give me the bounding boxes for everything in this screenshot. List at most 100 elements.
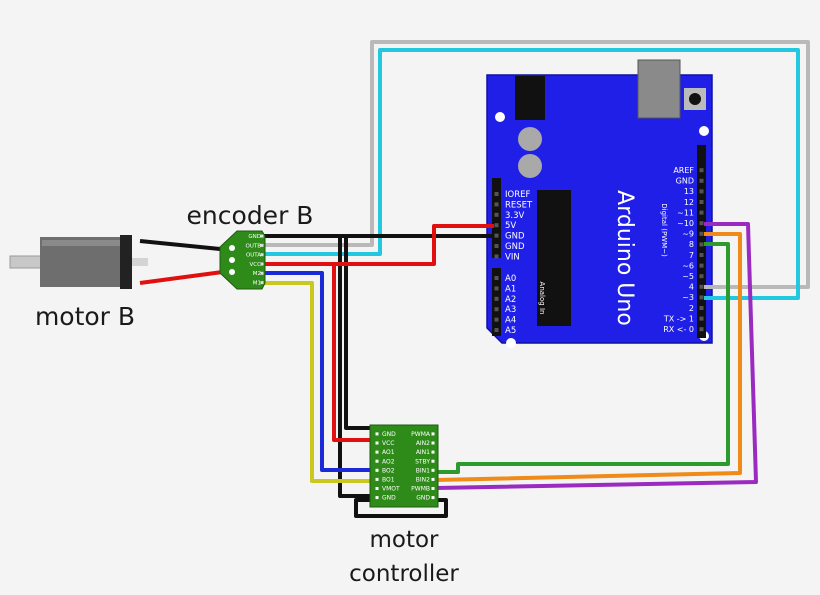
pin-dot (494, 296, 499, 301)
encoder-solder-pad (229, 269, 235, 275)
pin-label: OUTA (246, 253, 261, 259)
wire-outa-cyan (262, 48, 800, 300)
pin-dot (260, 271, 264, 275)
pin-dot (699, 200, 704, 204)
motor-body-highlight (42, 240, 120, 246)
pin-label: AO2 (382, 458, 395, 465)
wire-gnd-vmot (338, 236, 378, 498)
pin-dot (699, 178, 704, 183)
mount-hole (699, 126, 709, 136)
pin-label: GND (676, 177, 694, 186)
wire-vcc-red (262, 224, 494, 266)
pin-label: 13 (684, 187, 694, 196)
wire-m1-yellow (262, 281, 378, 483)
pin-dot (699, 221, 704, 226)
motor-rear-shaft (132, 258, 148, 266)
pin-label: 7 (689, 251, 694, 260)
pin-dot (375, 468, 379, 472)
wire-outb-gray (262, 40, 810, 289)
pin-dot (494, 307, 499, 312)
pin-dot (260, 281, 264, 285)
pin-dot (699, 284, 704, 289)
pin-dot (699, 168, 704, 173)
pin-dot (699, 263, 704, 268)
pin-label: AO1 (382, 449, 395, 456)
pin-dot (375, 477, 379, 481)
wire-vcc-controller (332, 264, 378, 442)
pin-label: 2 (689, 304, 694, 313)
encoder-solder-pad (229, 245, 235, 251)
controller-board: GNDVCCAO1AO2BO2BO1VMOTGNDPWMAAIN2AIN1STB… (369, 424, 439, 508)
pin-dot (699, 327, 704, 332)
pin-label: IOREF (505, 190, 530, 200)
microcontroller-chip (537, 190, 571, 326)
pin-label: OUTB (246, 243, 262, 249)
pin-dot (699, 242, 704, 247)
pin-dot (260, 253, 264, 257)
capacitor (518, 127, 542, 151)
pin-dot (699, 210, 704, 215)
pin-label: GND (505, 232, 525, 242)
encoder-label: encoder B (187, 201, 314, 230)
pin-label: 4 (689, 283, 694, 292)
pin-dot (699, 274, 704, 279)
pin-label: 12 (684, 198, 694, 207)
pin-dot (375, 432, 379, 436)
power-header (492, 178, 501, 258)
motor (9, 235, 148, 289)
motor-shaft (9, 255, 43, 269)
pin-dot (431, 496, 435, 500)
wire-gnd-controller (344, 236, 378, 430)
pin-label: TX -> 1 (663, 314, 694, 323)
wire-motor-red (139, 269, 231, 285)
pin-dot (431, 459, 435, 463)
power-jack (515, 76, 545, 120)
pin-label: A4 (505, 316, 516, 326)
wire-bin2-orange (435, 232, 742, 482)
pin-label: GND (248, 234, 261, 240)
wire-motor-black (139, 239, 231, 252)
pin-dot (494, 328, 499, 333)
pin-label: PWMB (411, 486, 430, 493)
pin-label: VIN (505, 252, 520, 262)
digital-header (697, 145, 706, 338)
pin-label: BO2 (382, 467, 395, 474)
pin-dot (431, 487, 435, 490)
pin-label: ~6 (682, 261, 694, 270)
pin-label: A0 (505, 274, 516, 284)
analog-header (492, 268, 501, 336)
pin-label: VMOT (382, 486, 400, 493)
pin-label: STBY (415, 458, 430, 465)
arduino-board: Arduino Uno Analog In Digital (PWM~) IOR… (486, 59, 713, 348)
pin-dot (375, 487, 379, 490)
pin-label: A5 (505, 326, 516, 336)
pin-label: ~9 (682, 230, 694, 239)
pin-dot (699, 316, 704, 321)
pin-label: 5V (505, 221, 516, 231)
pin-label: ~11 (677, 208, 694, 217)
pin-dot (494, 212, 499, 217)
pin-label: A1 (505, 284, 516, 294)
pin-label: GND (505, 242, 525, 252)
arduino-name: Arduino Uno (612, 190, 637, 326)
pin-dot (431, 432, 435, 436)
pin-dot (699, 231, 704, 236)
pin-label: GND (416, 495, 430, 502)
pin-label: AREF (673, 166, 694, 175)
controller-label-line2: controller (349, 561, 459, 587)
pin-label: ~10 (677, 219, 694, 228)
pin-dot (494, 286, 499, 291)
reset-button (689, 93, 701, 105)
pin-dot (699, 306, 704, 310)
wire-bin1-green (436, 242, 730, 474)
pin-dot (431, 441, 435, 445)
analog-section-label: Analog In (538, 282, 546, 315)
motor-label: motor B (35, 302, 135, 331)
pin-dot (260, 262, 264, 266)
wires (139, 40, 810, 518)
pin-label: AIN1 (416, 449, 430, 456)
